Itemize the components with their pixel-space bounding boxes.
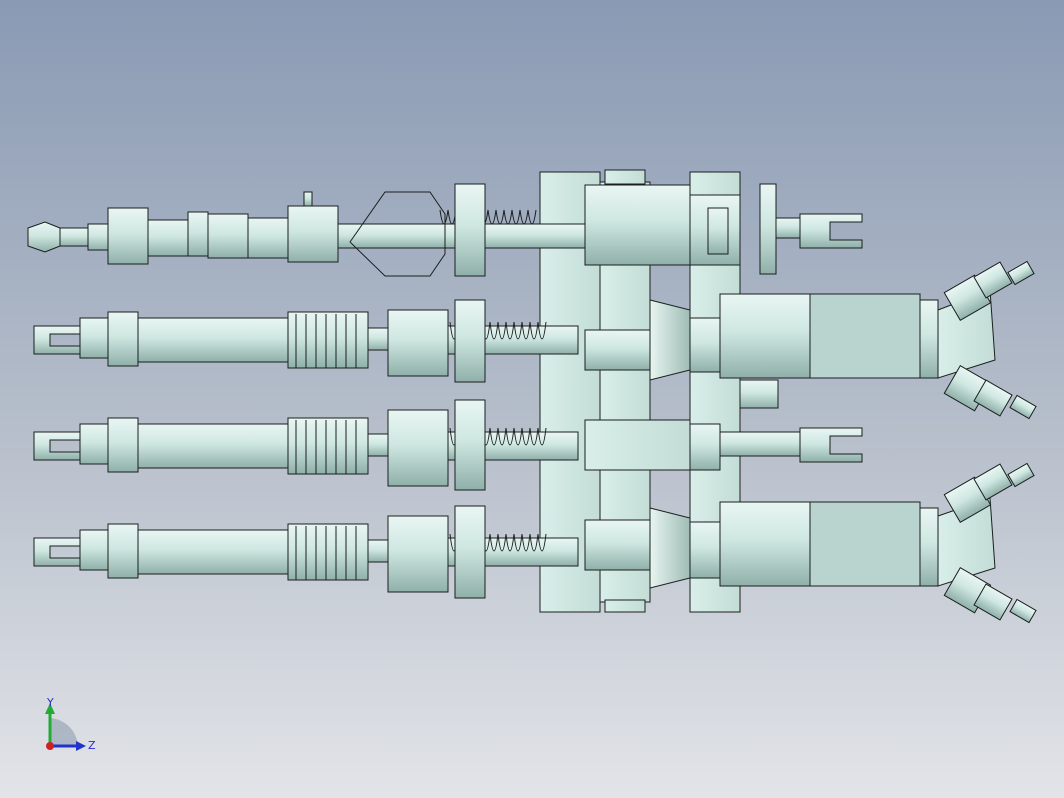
actuator-row-3[interactable]: [33, 379, 863, 491]
coordinate-triad: Y Z: [45, 698, 96, 752]
valve-connector-row-2-top: [943, 260, 1035, 322]
bellows-row-2: [295, 314, 357, 368]
valve-connector-row-4-top: [943, 462, 1035, 524]
bellows-row-3: [295, 420, 357, 474]
z-axis-label: Z: [88, 739, 96, 752]
valve-connector-row-4-bottom: [943, 566, 1037, 624]
actuator-row-4[interactable]: [33, 462, 1037, 624]
y-axis-label: Y: [46, 698, 54, 709]
spring-row-1: [439, 209, 537, 225]
actuator-row-2[interactable]: [33, 260, 1037, 420]
actuator-row-1[interactable]: [27, 183, 863, 277]
valve-connector-row-2-bottom: [943, 364, 1037, 420]
bellows-row-4: [295, 526, 357, 580]
x-axis-dot: [46, 742, 54, 750]
